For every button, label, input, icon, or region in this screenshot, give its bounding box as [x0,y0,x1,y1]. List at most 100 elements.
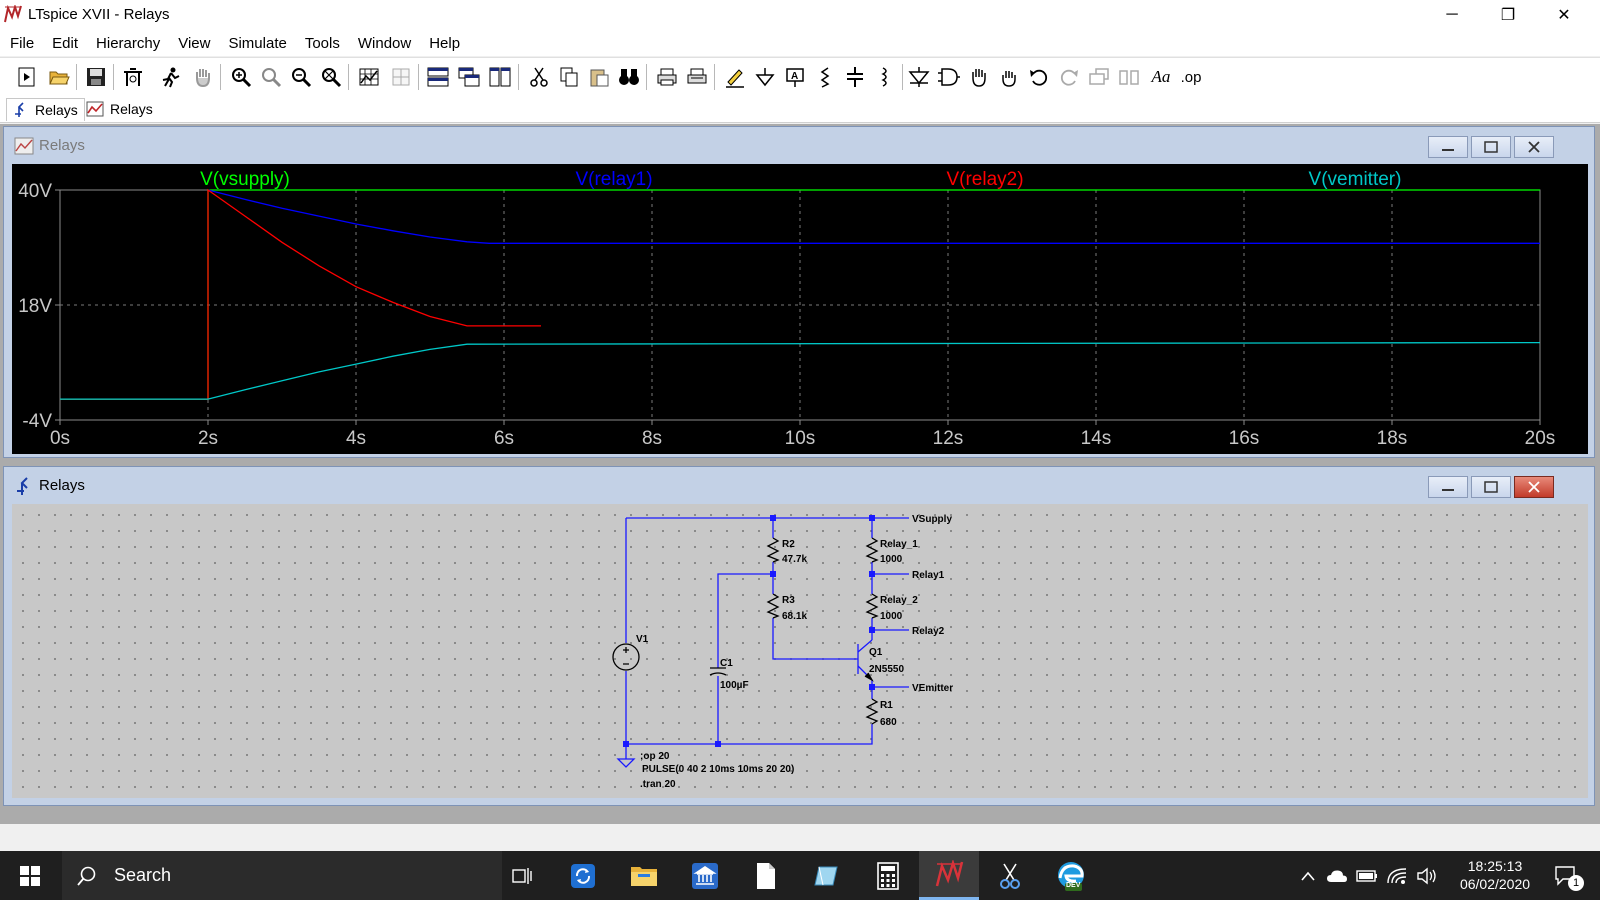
capacitor-icon[interactable] [842,64,868,90]
net-label-vemitter[interactable]: VEmitter [912,683,953,694]
menu-help[interactable]: Help [429,34,461,52]
zoom-pan-icon[interactable] [258,64,284,90]
tray-volume[interactable] [1414,851,1440,900]
spice-directive-icon[interactable]: .op [1180,68,1202,86]
save-icon[interactable] [83,64,109,90]
tray-battery[interactable] [1354,851,1380,900]
diode-icon[interactable] [906,64,932,90]
relay-2-value[interactable]: 1000 [880,611,903,622]
move-icon[interactable] [966,64,992,90]
r2-value[interactable]: 47.7k [782,554,807,565]
schematic-window-titlebar[interactable]: Relays [4,467,1594,503]
c1-name[interactable]: C1 [720,658,733,669]
text-icon[interactable]: Aa [1151,67,1171,86]
c1-value[interactable]: 100µF [720,680,749,691]
relay-2-name[interactable]: Relay_2 [880,595,918,606]
inductor-icon[interactable] [872,64,898,90]
ground-icon[interactable] [752,64,778,90]
menu-tools[interactable]: Tools [304,34,340,52]
paste-icon[interactable] [586,64,612,90]
cascade-icon[interactable] [456,64,482,90]
start-button[interactable] [0,851,60,900]
r3-value[interactable]: 68.1k [782,611,807,622]
draw-wire-icon[interactable] [722,64,748,90]
menu-window[interactable]: Window [357,34,412,52]
relay-1-name[interactable]: Relay_1 [880,539,918,550]
net-label-relay2[interactable]: Relay2 [912,626,945,637]
taskbar-edge-dev[interactable]: DEV [1041,851,1101,900]
notification-center-button[interactable]: 1 [1546,851,1586,900]
find-icon[interactable] [616,64,642,90]
tray-wifi[interactable] [1384,851,1410,900]
menu-simulate[interactable]: Simulate [228,34,287,52]
menu-file[interactable]: File [10,34,35,52]
zoom-in-icon[interactable] [228,64,254,90]
taskbar-app-bank[interactable] [675,851,735,900]
tray-onedrive[interactable] [1324,851,1350,900]
print-icon[interactable] [654,64,680,90]
waveform-minimize-button[interactable] [1428,136,1468,158]
tab-relays-schematic[interactable]: Relays [6,98,85,121]
taskbar-ltspice[interactable] [919,851,979,900]
autorange-icon[interactable] [356,64,382,90]
q1-value[interactable]: 2N5550 [869,664,904,675]
schematic-maximize-button[interactable] [1471,476,1511,498]
cut-icon[interactable] [526,64,552,90]
zoom-fit-icon[interactable] [318,64,344,90]
r1-value[interactable]: 680 [880,717,897,728]
q1-name[interactable]: Q1 [869,647,883,658]
print-setup-icon[interactable] [684,64,710,90]
taskbar-app-document[interactable] [736,851,796,900]
directive-op[interactable]: ;op 20 [640,751,670,762]
maximize-button[interactable]: ❐ [1500,7,1516,24]
taskbar-search[interactable]: Search [62,851,502,900]
redo-icon[interactable] [1056,64,1082,90]
taskbar-app-notes[interactable] [797,851,857,900]
waveform-close-button[interactable] [1514,136,1554,158]
component-icon[interactable] [936,64,962,90]
menu-hierarchy[interactable]: Hierarchy [96,34,161,52]
taskbar-file-explorer[interactable] [614,851,674,900]
rotate-icon[interactable] [1086,64,1112,90]
grid-icon[interactable] [388,64,414,90]
taskbar-clock[interactable]: 18:25:13 06/02/2020 [1450,857,1540,893]
label-net-icon[interactable]: A [782,64,808,90]
drag-icon[interactable] [996,64,1022,90]
source-pulse[interactable]: PULSE(0 40 2 10ms 10ms 20 20) [642,764,794,775]
net-label-relay1[interactable]: Relay1 [912,570,945,581]
tray-show-hidden-button[interactable] [1296,851,1320,900]
control-panel-icon[interactable] [120,64,146,90]
waveform-window-titlebar[interactable]: Relays [4,127,1594,163]
taskbar-calculator[interactable] [858,851,918,900]
close-button[interactable]: ✕ [1557,7,1571,24]
menu-view[interactable]: View [178,34,211,52]
task-view-button[interactable] [492,851,552,900]
v1-name[interactable]: V1 [636,634,649,645]
resistor-icon[interactable] [812,64,838,90]
schematic-minimize-button[interactable] [1428,476,1468,498]
menu-edit[interactable]: Edit [52,34,79,52]
run-icon[interactable] [158,64,184,90]
taskbar-app-sync[interactable] [553,851,613,900]
copy-icon[interactable] [556,64,582,90]
directive-tran[interactable]: .tran 20 [640,779,676,790]
r2-name[interactable]: R2 [782,539,795,550]
open-icon[interactable] [46,64,72,90]
waveform-maximize-button[interactable] [1471,136,1511,158]
circuit-diagram[interactable]: VSupply Relay1 Relay2 VEmitter R2 47.7k … [12,504,1588,798]
r1-name[interactable]: R1 [880,700,893,711]
tile-vertical-icon[interactable] [487,64,513,90]
schematic-canvas[interactable]: VSupply Relay1 Relay2 VEmitter R2 47.7k … [12,504,1588,798]
halt-icon[interactable] [190,64,216,90]
tile-horizontal-icon[interactable] [425,64,451,90]
schematic-close-button[interactable] [1514,476,1554,498]
undo-icon[interactable] [1026,64,1052,90]
taskbar-snipping-tool[interactable] [980,851,1040,900]
r3-name[interactable]: R3 [782,595,795,606]
minimize-button[interactable]: ─ [1446,6,1458,23]
new-schematic-icon[interactable] [14,64,40,90]
net-label-vsupply[interactable]: VSupply [912,514,952,525]
zoom-out-icon[interactable] [288,64,314,90]
